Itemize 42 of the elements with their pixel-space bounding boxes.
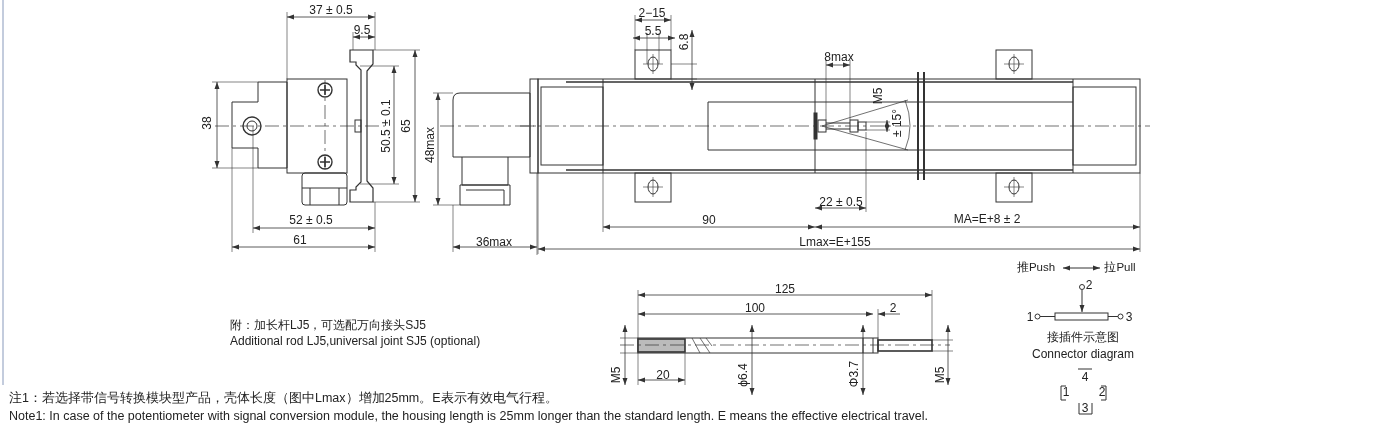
- pin-number: 3: [1081, 402, 1089, 414]
- dimension-value: 100: [745, 302, 765, 314]
- dimension-value: 52 ± 0.5: [289, 214, 333, 226]
- direction-label: 拉Pull: [1104, 262, 1136, 274]
- dimension-value: MA=E+8 ± 2: [953, 213, 1021, 225]
- diagram-caption: Connector diagram: [1031, 348, 1135, 360]
- dimension-value: 38: [201, 116, 213, 130]
- thread-size-label: M5: [872, 87, 884, 105]
- direction-label: 推Push: [1016, 262, 1056, 274]
- dimension-value: 8max: [824, 51, 854, 63]
- dimension-value: 37 ± 0.5: [309, 4, 353, 16]
- dimension-value: 22 ± 0.5: [819, 196, 863, 208]
- dimension-value: 36max: [476, 236, 512, 248]
- note-text: 注1：若选择带信号转换模块型产品，壳体长度（图中Lmax）增加25mm。E表示有效电气行程。: [9, 391, 558, 405]
- thread-size-label: M5: [934, 366, 946, 384]
- dimension-value: 61: [293, 234, 307, 246]
- dimension-value: 5.5: [644, 25, 662, 37]
- dimension-value: 125: [775, 283, 795, 295]
- dimension-value: 2−15: [638, 7, 666, 19]
- dimension-value: 6.8: [678, 33, 690, 51]
- pin-number: 4: [1081, 371, 1089, 383]
- pin-number: 2: [1098, 386, 1106, 398]
- pin-number: 1: [1026, 311, 1034, 323]
- dimension-value: 9.5: [353, 24, 371, 36]
- note-text: 附：加长杆LJ5，可选配万向接头SJ5: [230, 319, 427, 331]
- note-text: Note1: In case of the potentiometer with signal conversion module, the housing length is 25mm longer than the standard length. E means the effective electrical travel.: [9, 409, 929, 423]
- dimension-value: 20: [656, 369, 670, 381]
- dimension-value: 65: [400, 119, 412, 133]
- pin-number: 2: [1085, 279, 1093, 291]
- diagram-caption: 接插件示意图: [1047, 331, 1119, 343]
- dimension-value: 90: [702, 214, 716, 226]
- dimension-value: Lmax=E+155: [799, 236, 871, 248]
- thread-size-label: M5: [610, 366, 622, 384]
- dimension-value: 48max: [424, 127, 436, 163]
- pin-number: 3: [1125, 311, 1133, 323]
- dimension-value: Φ3.7: [848, 360, 860, 388]
- dimension-value: 50.5 ± 0.1: [380, 99, 392, 153]
- angle-value: ± 15°: [891, 108, 903, 138]
- pin-number: 1: [1062, 386, 1070, 398]
- note-text: Additional rod LJ5,universal joint SJ5 (optional): [230, 335, 481, 347]
- dimension-value: 2: [889, 302, 897, 314]
- dimension-value: ϕ6.4: [737, 363, 749, 387]
